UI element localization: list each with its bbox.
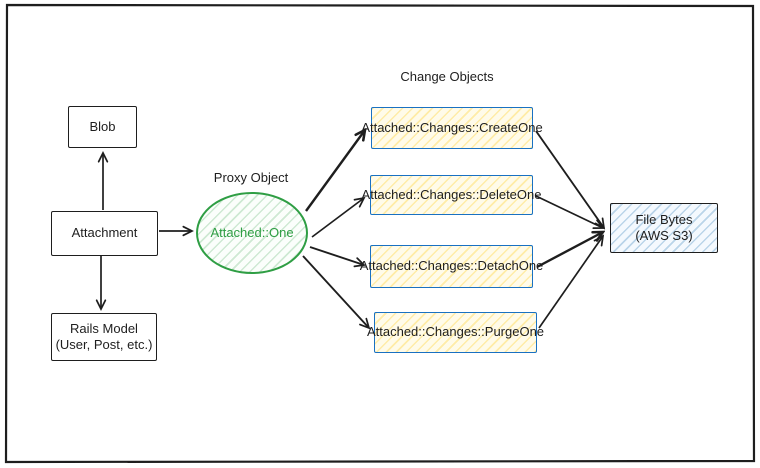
proxy-object-label: Proxy Object (213, 170, 289, 185)
node-file-bytes: File Bytes (AWS S3) (610, 203, 718, 253)
arrow-delete-one-to-file-bytes (535, 195, 605, 230)
node-purge-one: Attached::Changes::PurgeOne (367, 312, 544, 353)
node-file-bytes-line2: (AWS S3) (635, 228, 693, 243)
node-create-one: Attached::Changes::CreateOne (361, 107, 543, 149)
node-blob-label: Blob (89, 118, 116, 134)
arrow-detach-one-to-file-bytes (536, 232, 603, 269)
arrow-create-one-to-file-bytes (535, 130, 606, 230)
arrow-attached-one-to-purge-one (302, 255, 371, 330)
canvas-border (4, 3, 756, 464)
node-delete-one: Attached::Changes::DeleteOne (362, 175, 541, 215)
arrow-attached-one-to-create-one (305, 130, 365, 212)
arrow-attached-one-to-delete-one (311, 196, 366, 238)
node-attachment-label: Attachment (71, 225, 138, 241)
node-attached-one-label: Attached::One (210, 224, 294, 240)
node-attached-one: Attached::One (196, 192, 308, 274)
node-blob: Blob (68, 106, 137, 148)
arrow-attached-one-to-detach-one (309, 246, 366, 268)
node-rails-model: Rails Model (User, Post, etc.) (51, 313, 157, 361)
change-objects-label: Change Objects (400, 69, 494, 84)
node-detach-one-label: Attached::Changes::DetachOne (359, 258, 544, 274)
node-purge-one-label: Attached::Changes::PurgeOne (366, 324, 545, 340)
node-create-one-label: Attached::Changes::CreateOne (361, 119, 543, 135)
node-delete-one-label: Attached::Changes::DeleteOne (361, 186, 542, 202)
node-detach-one: Attached::Changes::DetachOne (360, 245, 543, 288)
node-attachment: Attachment (51, 211, 158, 256)
node-rails-model-line1: Rails Model (70, 320, 138, 336)
node-file-bytes-line1: File Bytes (635, 211, 693, 227)
arrow-purge-one-to-file-bytes (538, 234, 605, 329)
node-rails-model-line2: (User, Post, etc.) (55, 337, 153, 352)
